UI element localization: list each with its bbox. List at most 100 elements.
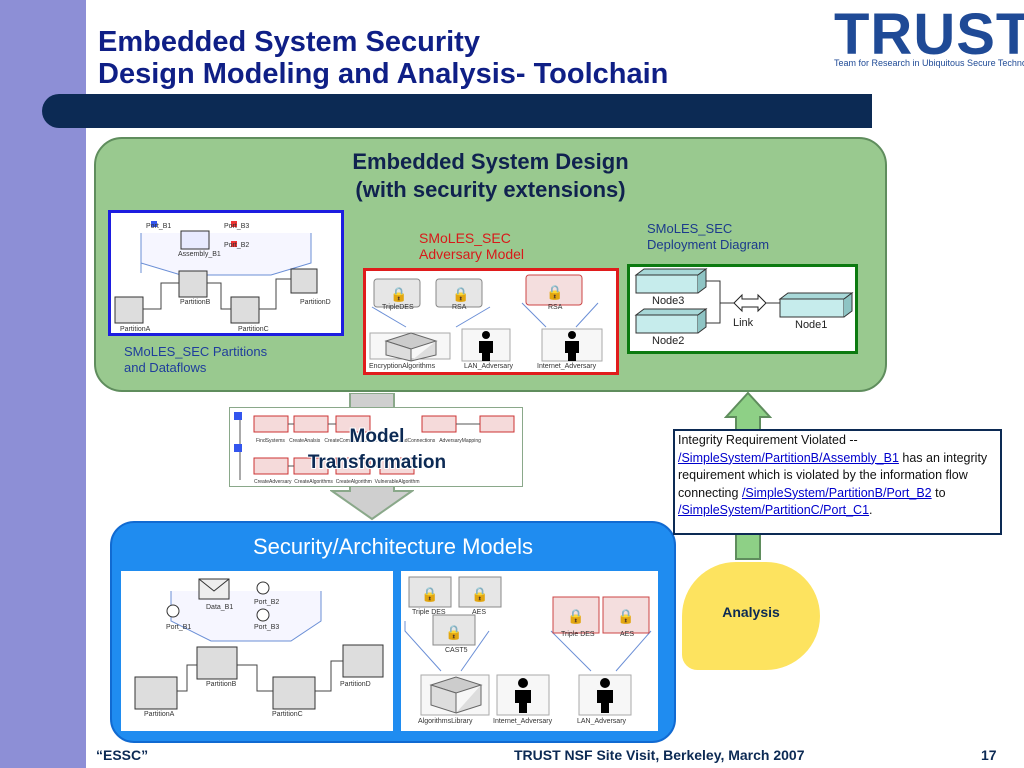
partition-d-block (290, 268, 318, 294)
algorithms-library-label: AlgorithmsLibrary (418, 718, 473, 725)
arch-partition-c-block (272, 676, 316, 710)
violation-text: Integrity Requirement Violated -- (678, 433, 858, 447)
svg-text:🔒: 🔒 (445, 625, 462, 641)
arch-partition-d-label: PartitionD (340, 681, 371, 688)
deployment-label-line-1: SMoLES_SEC (647, 221, 733, 236)
arch-cast5-label: CAST5 (445, 647, 468, 654)
partition-b-label: PartitionB (180, 299, 211, 306)
trust-logo: TRUST (834, 2, 1024, 67)
envelope-icon (198, 578, 230, 600)
footer-center: TRUST NSF Site Visit, Berkeley, March 20… (514, 747, 805, 763)
adversary-diagram: 🔒 🔒 🔒 (363, 268, 619, 375)
port-c1-link[interactable]: /SimpleSystem/PartitionC/Port_C1 (678, 503, 870, 517)
arch-lock-block (602, 596, 650, 634)
port-b3-label: Port_B3 (224, 223, 250, 230)
slide-title: Embedded System Security Design Modeling… (98, 26, 668, 90)
arch-lock-block (458, 576, 502, 608)
assembly-block (180, 230, 210, 250)
arch-lock-block (408, 576, 452, 608)
left-accent-bar (0, 0, 86, 768)
design-panel-title: Embedded System Design (with security ex… (94, 148, 887, 204)
arch-partition-b-label: PartitionB (206, 681, 237, 688)
adversary-person-icon (568, 331, 576, 339)
arch-lan-adversary-label: LAN_Adversary (577, 718, 627, 725)
arch-aes2-label: AES (620, 631, 635, 638)
step-label: VulnerableAlgorithm (374, 479, 420, 485)
port-square (231, 221, 237, 227)
svg-text:🔒: 🔒 (421, 587, 438, 603)
step-label: AdversaryMapping (439, 438, 481, 444)
arch-adversary-person-icon (518, 678, 528, 688)
transformation-steps-row1: FindSystems CreateAnalsis CreateComponen… (256, 438, 526, 444)
step-label: CreateAdversary (254, 479, 292, 485)
title-line-1: Embedded System Security (98, 26, 480, 58)
node1-box (779, 298, 845, 318)
arch-adversary-person-icon (600, 678, 610, 688)
architecture-security-graphic: 🔒 🔒 🔒 🔒 🔒 (404, 576, 652, 716)
arch-tripledes2-label: Triple DES (561, 631, 595, 638)
arch-partition-b-block (196, 646, 238, 680)
svg-text:🔒: 🔒 (567, 609, 584, 625)
model-transformation-label: Model Transformation (286, 424, 468, 476)
svg-text:🔒: 🔒 (471, 587, 488, 603)
violation-text: . (869, 503, 873, 517)
violation-text: has an integrity requirement which is vi… (678, 450, 988, 500)
arch-tripledes-label: Triple DES (412, 609, 446, 616)
arch-partition-a-label: PartitionA (144, 711, 175, 718)
lan-adversary-label: LAN_Adversary (464, 363, 514, 370)
analysis-bubble (682, 562, 820, 670)
deployment-diagram-graphic (634, 268, 854, 334)
partition-a-label: PartitionA (120, 326, 151, 333)
arch-partition-c-label: PartitionC (272, 711, 303, 718)
partitions-label-line-1: SMoLES_SEC Partitions (124, 344, 268, 359)
port-b1-label: Port_B1 (146, 223, 172, 230)
model-transformation-line-1: Model (349, 426, 405, 447)
link-label: Link (733, 317, 754, 329)
adversary-label: SMoLES_SEC Adversary Model (419, 230, 524, 262)
node3-box (635, 274, 699, 294)
node3-label: Node3 (652, 295, 685, 307)
page-number: 17 (981, 747, 997, 763)
data-b1-label: Data_B1 (206, 604, 234, 611)
svg-text:🔒: 🔒 (390, 287, 407, 303)
lock-block (525, 274, 583, 306)
port-b2-link[interactable]: /SimpleSystem/PartitionB/Port_B2 (741, 485, 932, 500)
arch-port-b2-label: Port_B2 (254, 599, 280, 606)
arch-lock-block (432, 614, 476, 646)
svg-text:🔒: 🔒 (617, 609, 634, 625)
arch-aes-label: AES (472, 609, 487, 616)
port-square (151, 221, 157, 227)
title-underline-bar (42, 94, 872, 128)
architecture-security-diagram: 🔒 🔒 🔒 🔒 🔒 (401, 571, 658, 731)
rsa-label: RSA (452, 304, 467, 311)
architecture-partitions-diagram (121, 571, 393, 731)
arch-internet-adversary-label: Internet_Adversary (493, 718, 553, 725)
model-transformation-line-2: Transformation (307, 452, 447, 473)
node1-label: Node1 (795, 319, 828, 331)
rsa2-label: RSA (548, 304, 563, 311)
transformation-diagram (229, 407, 523, 487)
assembly-link[interactable]: /SimpleSystem/PartitionB/Assembly_B1 (678, 450, 899, 465)
architecture-panel-title: Security/Architecture Models (253, 534, 533, 559)
transformation-diagram-graphic (234, 412, 515, 480)
lock-block (373, 278, 421, 308)
partition-c-block (230, 296, 260, 324)
partitions-label: SMoLES_SEC Partitions and Dataflows (124, 344, 267, 376)
analysis-label: Analysis (722, 604, 780, 620)
deployment-label-line-2: Deployment Diagram (647, 237, 770, 252)
deployment-label: SMoLES_SEC Deployment Diagram (647, 221, 769, 253)
arch-port-b1-label: Port_B1 (166, 624, 192, 631)
node2-box (635, 314, 699, 334)
step-label: CreateAlgorithms (294, 479, 333, 485)
integrity-violation-box: Integrity Requirement Violated -- /Simpl… (673, 429, 1002, 535)
port-square (231, 241, 237, 247)
svg-text:🔒: 🔒 (452, 287, 469, 303)
step-label: CreateAlgorithm (335, 479, 372, 485)
partition-c-label: PartitionC (238, 326, 269, 333)
adversary-label-line-2: Adversary Model (419, 246, 525, 262)
partitions-diagram-graphic (114, 221, 318, 324)
node2-label: Node2 (652, 335, 685, 347)
partitions-label-line-2: and Dataflows (124, 360, 207, 375)
tripledes-label: TripleDES (382, 304, 414, 311)
partition-d-label: PartitionD (300, 299, 331, 306)
